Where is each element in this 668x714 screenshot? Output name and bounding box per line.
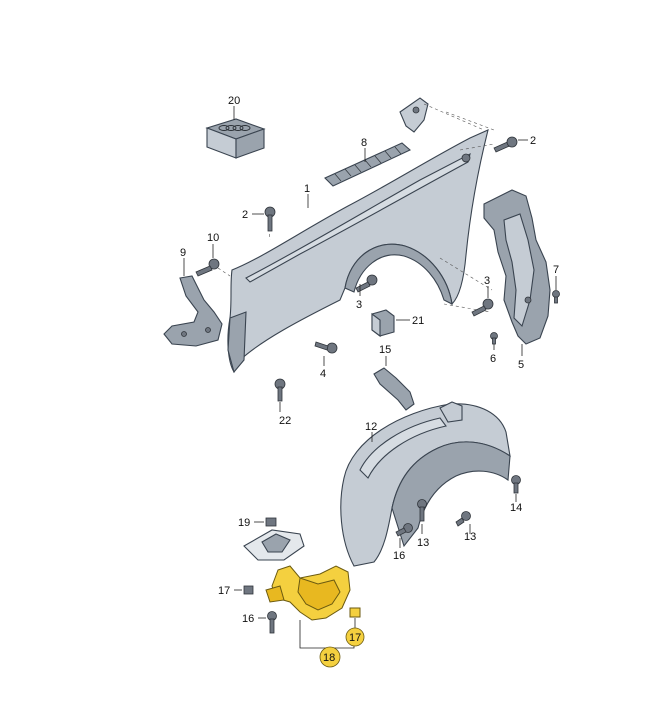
part-17-nut-left[interactable]	[243, 585, 254, 595]
callout-19: 19	[238, 517, 250, 529]
part-3-screw-left[interactable]	[355, 274, 378, 293]
part-1-front-fender[interactable]	[227, 129, 489, 374]
part-22-screw[interactable]	[274, 378, 286, 402]
callout-17-left: 17	[218, 585, 230, 597]
part-6-screw[interactable]	[490, 332, 498, 345]
part-3-screw-right[interactable]	[471, 298, 494, 317]
part-21-clip[interactable]	[371, 309, 395, 338]
callout-17-right: 17	[349, 632, 361, 644]
callout-1: 1	[304, 183, 310, 195]
part-19-nut[interactable]	[265, 517, 277, 527]
fender-top-bracket	[399, 97, 429, 133]
part-10-bolt[interactable]	[195, 258, 220, 277]
callout-16-lower: 16	[242, 613, 254, 625]
part-16-screw-upper[interactable]	[395, 523, 413, 537]
callout-10: 10	[207, 232, 219, 244]
callout-16-upper: 16	[393, 550, 405, 562]
part-7-screw[interactable]	[552, 290, 560, 304]
callout-3-left: 3	[356, 299, 362, 311]
part-4-screw[interactable]	[314, 341, 338, 354]
callout-22: 22	[279, 415, 291, 427]
part-15-bracket[interactable]	[373, 367, 415, 411]
part-14-screw[interactable]	[511, 475, 521, 494]
part-12-wheel-arch-liner[interactable]	[340, 401, 511, 567]
callout-12: 12	[365, 421, 377, 433]
part-2-screw-left[interactable]	[264, 206, 276, 232]
part-18-bracket-lines	[299, 620, 355, 649]
callout-9: 9	[180, 247, 186, 259]
four-rings-logo	[218, 125, 251, 131]
part-13-screw-right[interactable]	[455, 511, 471, 527]
callout-13-right: 13	[464, 531, 476, 543]
callout-3-right: 3	[484, 275, 490, 287]
part-8-seal-strip[interactable]	[324, 142, 411, 187]
callout-18: 18	[323, 652, 335, 664]
callout-4: 4	[320, 368, 326, 380]
part-18-deflector-highlighted[interactable]	[265, 565, 351, 621]
callout-17-badge: 17	[345, 627, 365, 647]
callout-7: 7	[553, 264, 559, 276]
part-5-side-bracket[interactable]	[483, 189, 551, 345]
callout-13-left: 13	[417, 537, 429, 549]
callout-14: 14	[510, 502, 522, 514]
mounting-plate	[243, 529, 305, 561]
callout-6: 6	[490, 353, 496, 365]
part-13-screw-left[interactable]	[417, 499, 427, 522]
callout-15: 15	[379, 344, 391, 356]
callout-8: 8	[361, 137, 367, 149]
callout-5: 5	[518, 359, 524, 371]
callout-21: 21	[412, 315, 424, 327]
part-9-mounting-bracket[interactable]	[163, 275, 223, 347]
part-17-nut-highlighted[interactable]	[349, 607, 361, 618]
callout-20: 20	[228, 95, 240, 107]
callout-18-badge: 18	[319, 646, 341, 668]
callout-2-top: 2	[530, 135, 536, 147]
part-2-screw-top[interactable]	[493, 136, 518, 153]
callout-2-left: 2	[242, 209, 248, 221]
part-16-screw-lower[interactable]	[267, 611, 277, 634]
part-20-emblem-block[interactable]	[205, 118, 266, 159]
